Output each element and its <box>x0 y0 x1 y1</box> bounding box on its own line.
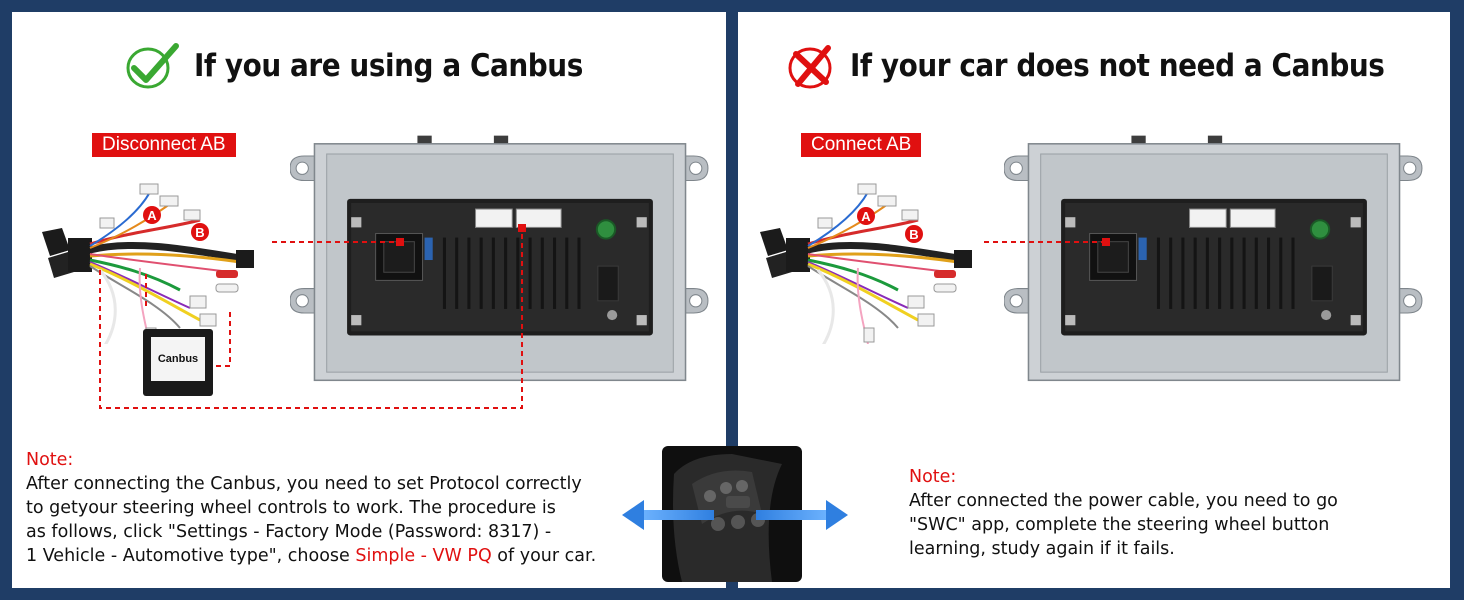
note-line: After connecting the Canbus, you need to… <box>26 474 582 494</box>
connect-ab-badge: Connect AB <box>801 133 922 157</box>
no-canbus-note: Note: After connected the power cable, y… <box>909 465 1338 561</box>
svg-text:B: B <box>195 225 204 240</box>
svg-text:A: A <box>147 208 157 223</box>
no-canbus-panel: If your car does not need a Canbus Conne… <box>738 12 1450 588</box>
connector-b-marker: B <box>191 223 209 241</box>
connector-a-marker: A <box>857 207 875 225</box>
note-line: "SWC" app, complete the steering wheel b… <box>909 515 1330 535</box>
note-line: as follows, click "Settings - Factory Mo… <box>26 522 552 542</box>
note-line: learning, study again if it fails. <box>909 539 1175 559</box>
no-canbus-heading: If your car does not need a Canbus <box>786 42 1444 90</box>
check-icon <box>126 43 179 89</box>
canbus-module-label: Canbus <box>151 337 205 381</box>
canbus-panel: If you are using a Canbus Disconnect AB … <box>12 12 726 588</box>
connection-lines <box>99 224 526 409</box>
right-arrow-icon <box>756 500 848 530</box>
connector-b-marker: B <box>905 225 923 243</box>
left-arrow-icon <box>622 500 714 530</box>
note-title: Note: <box>909 467 957 487</box>
page-title: If you are using a Canbus <box>194 48 583 84</box>
steering-wheel-controls <box>622 446 848 582</box>
canbus-module: Canbus <box>143 329 213 396</box>
note-title: Note: <box>26 450 74 470</box>
note-line: to getyour steering wheel controls to wo… <box>26 498 556 518</box>
note-line: 1 Vehicle - Automotive type", choose Sim… <box>26 546 597 566</box>
protocol-highlight: Simple - VW PQ <box>355 546 492 566</box>
connection-lines <box>984 238 1110 246</box>
disconnect-ab-badge: Disconnect AB <box>92 133 236 157</box>
canbus-heading: If you are using a Canbus <box>124 42 626 90</box>
svg-text:A: A <box>861 209 871 224</box>
canbus-note: Note: After connecting the Canbus, you n… <box>26 448 596 568</box>
note-line: After connected the power cable, you nee… <box>909 491 1338 511</box>
cross-icon <box>788 45 832 89</box>
svg-text:B: B <box>909 227 918 242</box>
page-title: If your car does not need a Canbus <box>850 48 1385 84</box>
connector-a-marker: A <box>143 206 161 224</box>
